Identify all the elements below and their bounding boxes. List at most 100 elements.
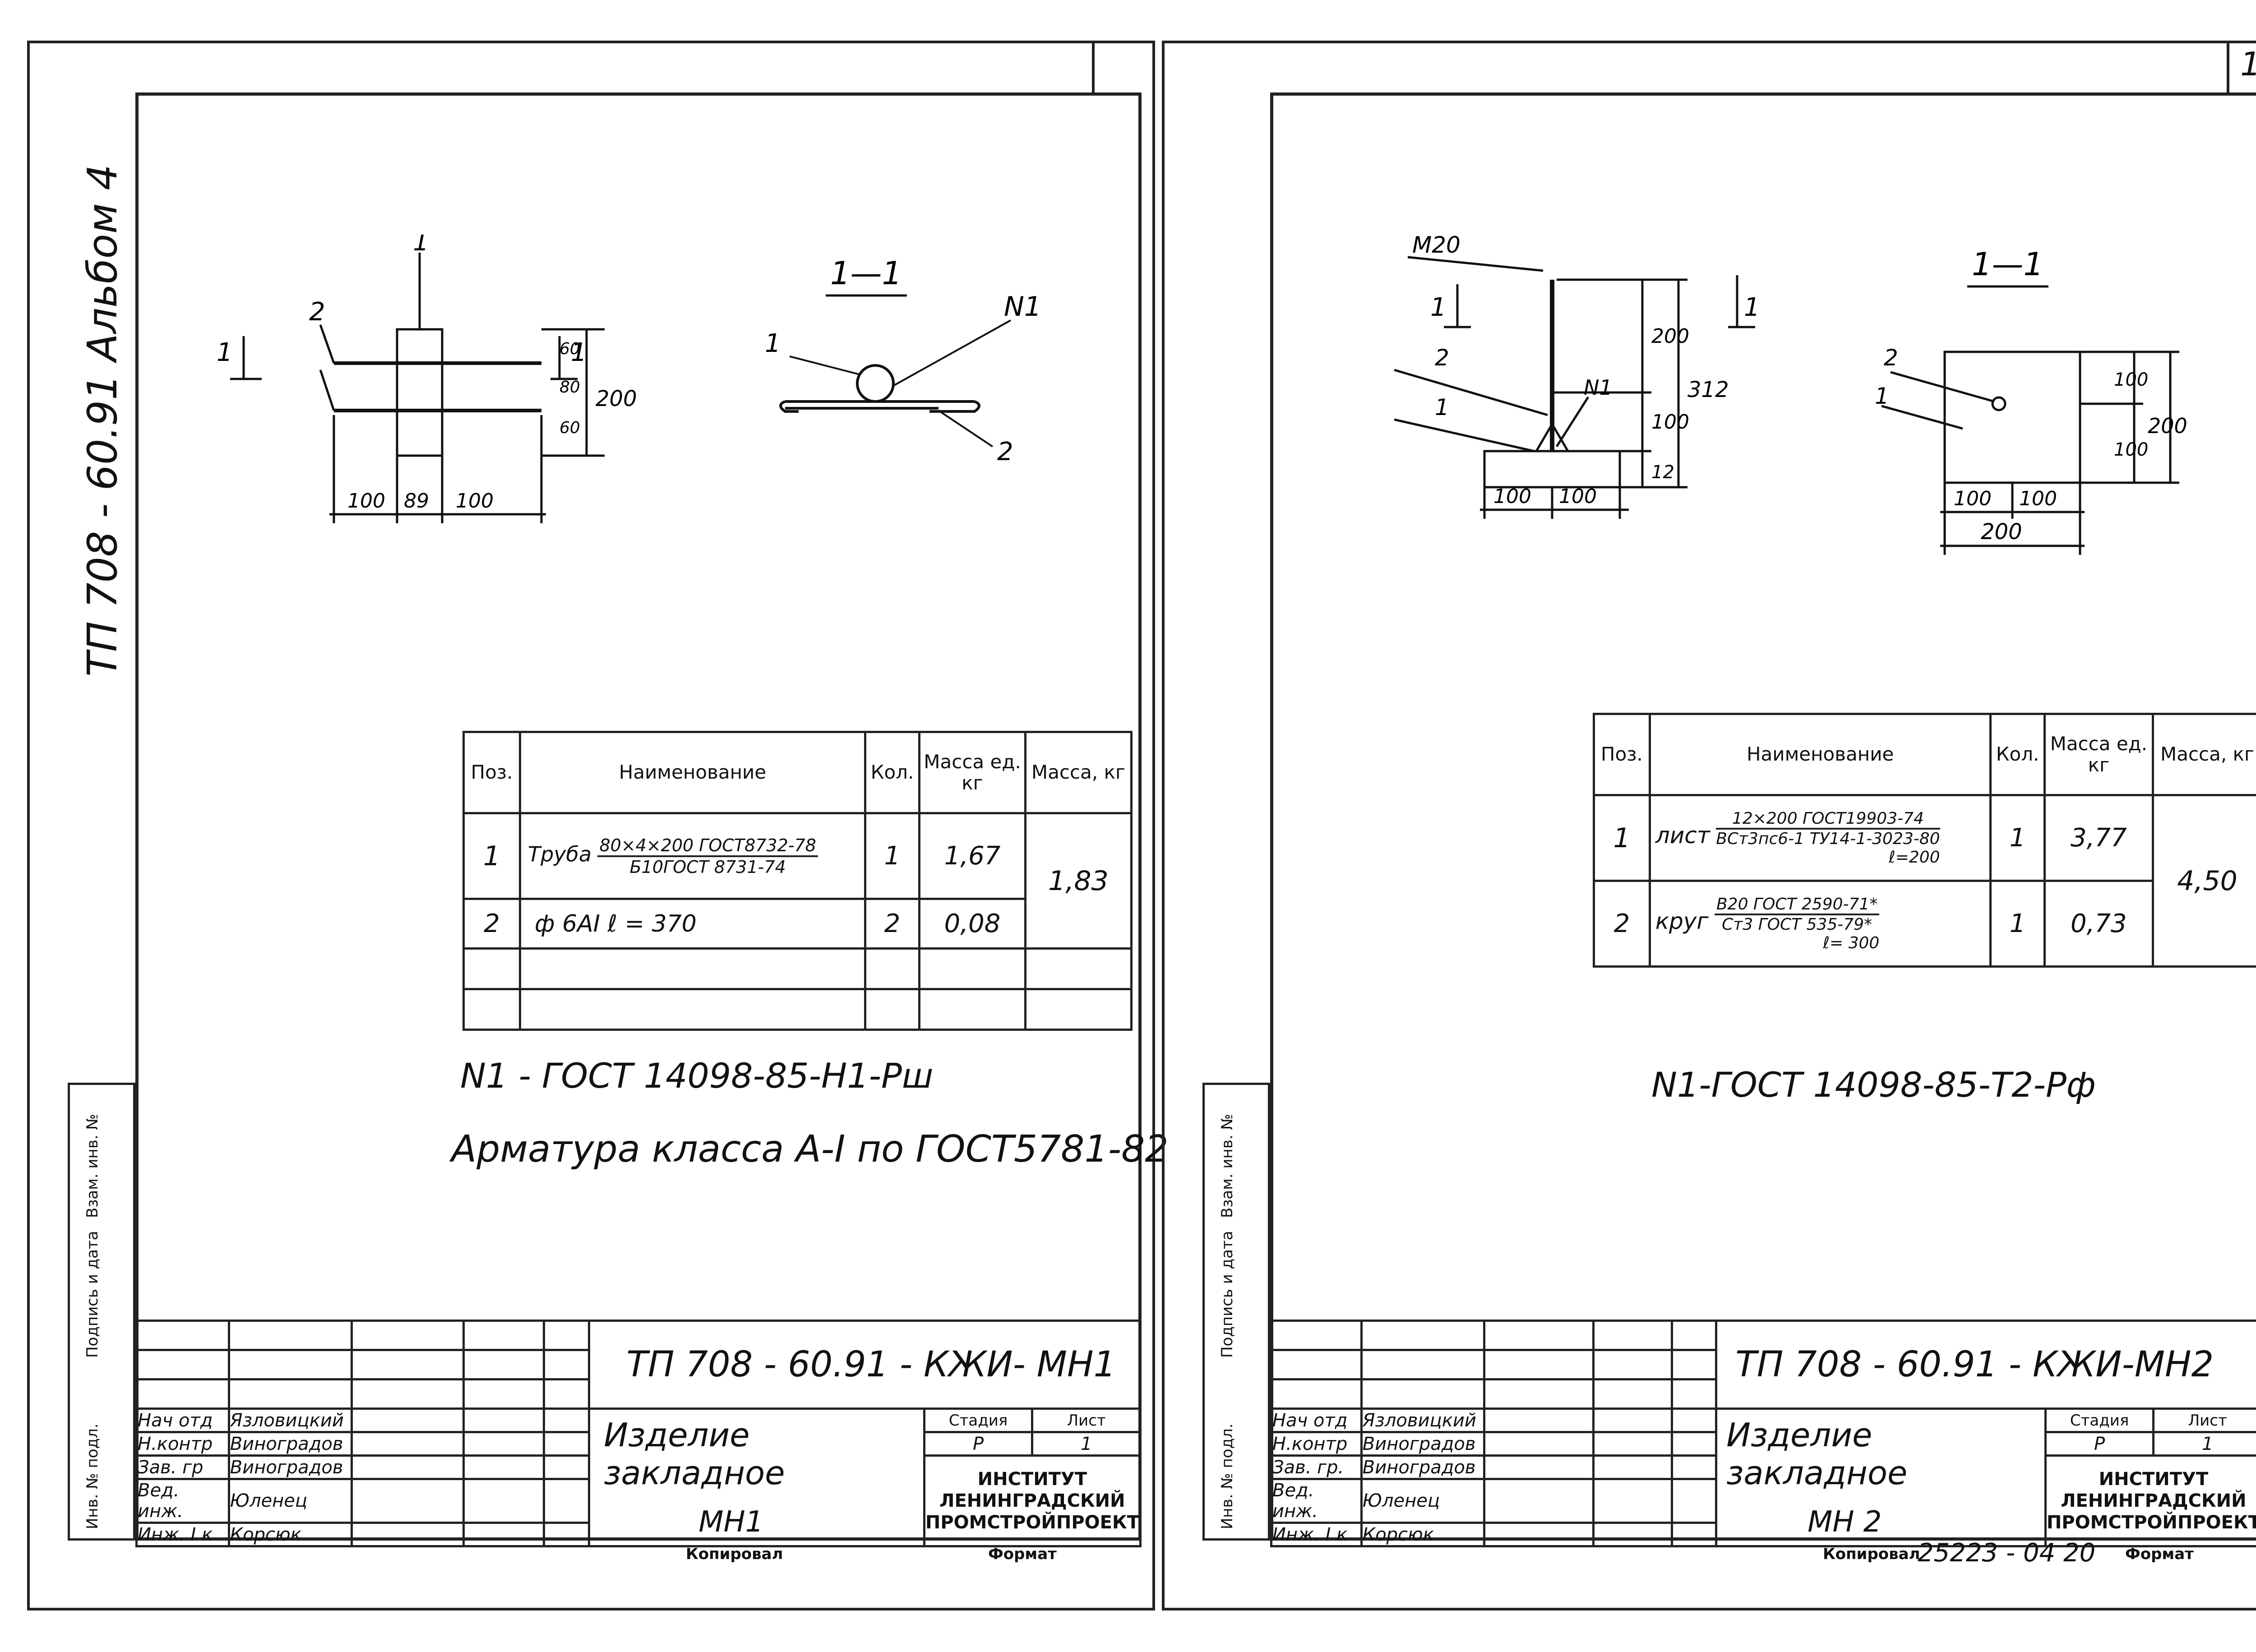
right-elev-pos1: 1 — [1435, 394, 1449, 420]
left-spec-r1-poz: 1 — [462, 812, 521, 900]
right-side-strip — [1202, 1083, 1270, 1541]
right-elev-cut1: 1 — [1430, 293, 1447, 322]
right-side-vzam: Взам. инв. № — [1218, 1114, 1236, 1218]
left-spec-h-name: Наименование — [519, 731, 866, 814]
left-spec-r1-prefix: Труба — [528, 842, 592, 866]
left-spec-r1-name: Труба 80×4×200 ГОСТ8732-78 Б10ГОСТ 8731-… — [519, 812, 866, 900]
left-role-1: Н.контр — [135, 1431, 230, 1457]
right-stage-v: Р — [2044, 1431, 2155, 1457]
left-side-vzam: Взам. инв. № — [83, 1114, 102, 1218]
right-elev-d100b: 100 — [1559, 485, 1597, 508]
left-role-3: Вед. инж. — [135, 1478, 230, 1524]
left-section-label: 1—1 — [830, 255, 902, 292]
left-name-2: Виноградов — [227, 1454, 353, 1480]
right-spec-table: Поз. Наименование Кол. Масса ед. кг Масс… — [1593, 713, 2256, 968]
left-spec-r1-kol: 1 — [864, 812, 920, 900]
left-institute: ИНСТИТУТ ЛЕНИНГРАДСКИЙ ПРОМСТРОЙПРОЕКТ — [923, 1454, 1142, 1547]
right-item-title: Изделие закладное — [1726, 1416, 1908, 1492]
right-role-3: Вед. инж. — [1270, 1478, 1363, 1524]
left-sheet — [27, 41, 1155, 1610]
right-spec-r1-kol: 1 — [1989, 794, 2046, 882]
right-footer-kopiroval: Копировал — [1823, 1545, 1920, 1563]
right-title-block: ТП 708 - 60.91 - КЖИ-МН2 Нач отд Язловиц… — [1270, 1320, 2256, 1547]
left-plan-d100a: 100 — [347, 489, 385, 512]
right-name-4: Корсюк — [1360, 1522, 1486, 1547]
right-side-podpis: Подпись и дата — [1218, 1231, 1236, 1358]
left-section-pos2: 2 — [997, 437, 1013, 466]
right-spec-r1-frac: 12×200 ГОСТ19903-74 ВСт3пс6-1 ТУ14-1-302… — [1716, 809, 1940, 867]
right-role-0: Нач отд — [1270, 1407, 1363, 1433]
left-plan-d200: 200 — [596, 386, 637, 411]
right-spec-r1-poz: 1 — [1593, 794, 1651, 882]
left-spec-r2-poz: 2 — [462, 898, 521, 950]
right-side-inv: Инв. № подл. — [1218, 1423, 1236, 1529]
right-spec-r2-frac: В20 ГОСТ 2590-71* Ст3 ГОСТ 535-79* ℓ= 30… — [1714, 895, 1880, 952]
right-name-2: Виноградов — [1360, 1454, 1486, 1480]
right-elev-cut2: 1 — [1744, 293, 1760, 322]
left-note-weld: N1 - ГОСТ 14098-85-Н1-Рш — [460, 1056, 934, 1096]
left-spec-r2-name: ф 6АI ℓ = 370 — [519, 898, 866, 950]
left-role-0: Нач отд — [135, 1407, 230, 1433]
right-item-code: МН 2 — [1808, 1505, 1882, 1539]
left-spec-empty — [462, 988, 521, 1031]
left-spec-r1-bottom: Б10ГОСТ 8731-74 — [629, 857, 786, 877]
left-spec-r2-kol: 2 — [864, 898, 920, 950]
right-spec-r2-massu: 0,73 — [2043, 880, 2154, 968]
right-role-2: Зав. гр. — [1270, 1454, 1363, 1480]
right-section-label: 1—1 — [1972, 246, 2043, 283]
right-section-s200b: 200 — [1981, 519, 2022, 545]
right-section-s100b: 100 — [2019, 487, 2057, 510]
left-spec-table: Поз. Наименование Кол. Масса ед. кг Масс… — [462, 731, 1133, 1031]
left-spec-empty — [462, 947, 521, 990]
right-spec-r2-poz: 2 — [1593, 880, 1651, 968]
left-title-code: ТП 708 - 60.91 - КЖИ- МН1 — [588, 1320, 1142, 1410]
left-side-podpis: Подпись и дата — [83, 1231, 102, 1358]
right-spec-r1-extra: ℓ=200 — [1888, 848, 1940, 867]
right-spec-r2-kol: 1 — [1989, 880, 2046, 968]
right-page-tab — [2227, 41, 2256, 92]
left-item-cell: Изделие закладное МН1 — [588, 1407, 925, 1547]
right-elev-d100v: 100 — [1651, 411, 1689, 434]
right-spec-h-massu: Масса ед. кг — [2043, 713, 2154, 796]
left-plan-d100b: 100 — [456, 489, 494, 512]
left-name-3: Юленец — [227, 1478, 353, 1524]
left-name-1: Виноградов — [227, 1431, 353, 1457]
right-spec-r2-bottom: Ст3 ГОСТ 535-79* — [1722, 915, 1872, 934]
left-spec-h-kol: Кол. — [864, 731, 920, 814]
left-plan-d60a: 60 — [559, 340, 580, 358]
right-sheets-v: 1 — [2152, 1431, 2256, 1457]
right-spec-h-kol: Кол. — [1989, 713, 2046, 796]
left-spec-r1-frac: 80×4×200 ГОСТ8732-78 Б10ГОСТ 8731-74 — [597, 835, 818, 877]
left-plan-cut1: 1 — [217, 338, 233, 367]
left-section-drawing: 1—1 1 N1 2 — [765, 255, 1041, 466]
right-role-4: Инж. I к — [1270, 1522, 1363, 1547]
right-note-weld: N1-ГОСТ 14098-85-Т2-Рф — [1651, 1065, 2096, 1105]
left-footer-kopiroval: Копировал — [686, 1545, 783, 1563]
right-section-pos1: 1 — [1875, 383, 1889, 409]
right-spec-h-mass: Масса, кг — [2152, 713, 2256, 796]
right-spec-r2-top: В20 ГОСТ 2590-71* — [1714, 895, 1880, 915]
right-section-sv100b: 100 — [2114, 439, 2148, 460]
left-top-tab — [1092, 41, 1095, 92]
right-spec-r1-massu: 3,77 — [2043, 794, 2154, 882]
right-elev-weld: N1 — [1584, 375, 1613, 400]
left-plan-drawing: 1 2 1 1 100 89 100 60 80 60 200 — [217, 235, 637, 523]
left-spec-total: 1,83 — [1024, 812, 1133, 950]
right-spec-h-poz: Поз. — [1593, 713, 1651, 796]
right-spec-r1-name: лист 12×200 ГОСТ19903-74 ВСт3пс6-1 ТУ14-… — [1648, 794, 1992, 882]
left-sheet-h: Лист — [1031, 1407, 1142, 1433]
right-spec-r2-extra: ℓ= 300 — [1823, 934, 1880, 952]
left-plan-d89: 89 — [404, 489, 429, 512]
right-elev-d100a: 100 — [1493, 485, 1531, 508]
left-plan-cut2: 1 — [571, 338, 587, 367]
left-item-title: Изделие закладное — [604, 1416, 785, 1492]
right-section-sv100: 100 — [2114, 369, 2148, 390]
right-section-pos2: 2 — [1884, 345, 1898, 371]
left-spec-r1-top: 80×4×200 ГОСТ8732-78 — [597, 835, 818, 857]
right-spec-h-name: Наименование — [1648, 713, 1992, 796]
left-title-block: ТП 708 - 60.91 - КЖИ- МН1 Нач отд Язлови… — [135, 1320, 1142, 1547]
left-name-0: Язловицкий — [227, 1407, 353, 1433]
right-spec-total: 4,50 — [2152, 794, 2256, 968]
left-role-4: Инж. I к — [135, 1522, 230, 1547]
left-section-pos1: 1 — [765, 329, 781, 358]
